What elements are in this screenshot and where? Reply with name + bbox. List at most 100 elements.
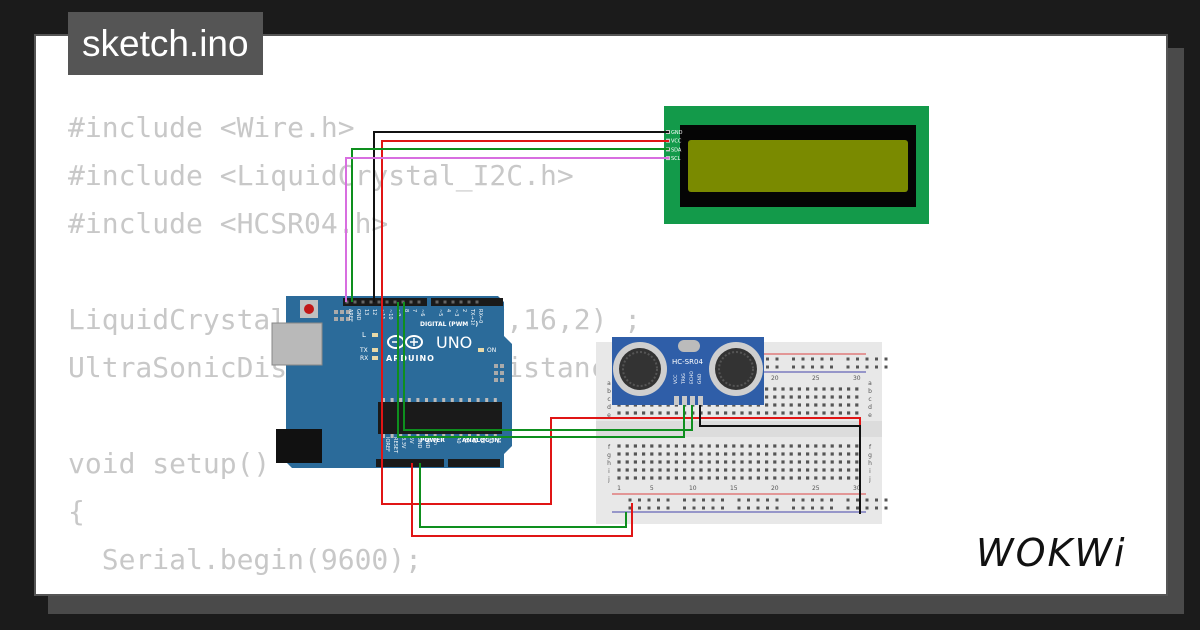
- breadboard-hole[interactable]: [789, 387, 793, 391]
- digital-pin[interactable]: [377, 300, 381, 304]
- breadboard-hole[interactable]: [699, 460, 703, 464]
- sensor-pin[interactable]: [682, 396, 687, 405]
- breadboard-hole[interactable]: [847, 452, 851, 456]
- breadboard-hole[interactable]: [838, 476, 842, 480]
- breadboard-rail-hole[interactable]: [737, 498, 741, 502]
- digital-pin[interactable]: [467, 300, 471, 304]
- breadboard-rail-hole[interactable]: [830, 365, 833, 369]
- breadboard-hole[interactable]: [765, 460, 769, 464]
- breadboard-hole[interactable]: [814, 468, 818, 472]
- breadboard-hole[interactable]: [765, 452, 769, 456]
- breadboard-rail-hole[interactable]: [792, 357, 795, 361]
- breadboard-hole[interactable]: [781, 411, 785, 415]
- breadboard-hole[interactable]: [773, 476, 777, 480]
- breadboard-rail-hole[interactable]: [856, 357, 859, 361]
- breadboard-hole[interactable]: [847, 395, 851, 399]
- breadboard-hole[interactable]: [724, 476, 728, 480]
- breadboard-hole[interactable]: [691, 460, 695, 464]
- breadboard-hole[interactable]: [814, 395, 818, 399]
- breadboard-rail-hole[interactable]: [884, 365, 888, 369]
- breadboard-rail-hole[interactable]: [628, 498, 632, 502]
- digital-pin[interactable]: [417, 300, 421, 304]
- breadboard-hole[interactable]: [789, 411, 793, 415]
- digital-pin[interactable]: [369, 300, 373, 304]
- breadboard-hole[interactable]: [797, 468, 801, 472]
- breadboard-hole[interactable]: [748, 468, 752, 472]
- breadboard-hole[interactable]: [838, 387, 842, 391]
- breadboard-rail-hole[interactable]: [747, 506, 750, 510]
- breadboard-rail-hole[interactable]: [875, 498, 878, 502]
- breadboard-hole[interactable]: [797, 395, 801, 399]
- breadboard-rail-hole[interactable]: [766, 357, 769, 361]
- breadboard-rail-hole[interactable]: [801, 357, 805, 361]
- breadboard-hole[interactable]: [674, 444, 678, 448]
- breadboard-rail-hole[interactable]: [884, 506, 888, 510]
- breadboard-hole[interactable]: [674, 476, 678, 480]
- breadboard-hole[interactable]: [847, 387, 851, 391]
- breadboard-rail-hole[interactable]: [775, 365, 779, 369]
- breadboard-hole[interactable]: [822, 395, 826, 399]
- breadboard-hole[interactable]: [830, 411, 834, 415]
- breadboard-hole[interactable]: [806, 476, 810, 480]
- breadboard-hole[interactable]: [789, 444, 793, 448]
- breadboard-hole[interactable]: [666, 468, 670, 472]
- breadboard-hole[interactable]: [666, 411, 670, 415]
- breadboard-hole[interactable]: [855, 476, 859, 480]
- breadboard-hole[interactable]: [683, 476, 687, 480]
- breadboard-rail-hole[interactable]: [820, 365, 824, 369]
- breadboard-hole[interactable]: [806, 395, 810, 399]
- breadboard-hole[interactable]: [797, 444, 801, 448]
- breadboard-rail-hole[interactable]: [711, 498, 715, 502]
- breadboard-hole[interactable]: [642, 411, 646, 415]
- breadboard-hole[interactable]: [666, 452, 670, 456]
- breadboard-rail-hole[interactable]: [638, 506, 641, 510]
- breadboard-hole[interactable]: [797, 403, 801, 407]
- breadboard-hole[interactable]: [732, 452, 736, 456]
- breadboard-hole[interactable]: [838, 468, 842, 472]
- breadboard-rail-hole[interactable]: [865, 506, 869, 510]
- breadboard-rail-hole[interactable]: [865, 357, 869, 361]
- breadboard-hole[interactable]: [822, 460, 826, 464]
- breadboard-hole[interactable]: [633, 444, 637, 448]
- breadboard-hole[interactable]: [822, 444, 826, 448]
- breadboard-hole[interactable]: [814, 476, 818, 480]
- digital-pin[interactable]: [409, 300, 413, 304]
- breadboard-hole[interactable]: [633, 460, 637, 464]
- breadboard-hole[interactable]: [650, 468, 654, 472]
- breadboard-hole[interactable]: [773, 403, 777, 407]
- breadboard-hole[interactable]: [773, 468, 777, 472]
- breadboard-hole[interactable]: [642, 444, 646, 448]
- breadboard-rail-hole[interactable]: [638, 498, 641, 502]
- breadboard-hole[interactable]: [773, 452, 777, 456]
- breadboard-hole[interactable]: [748, 411, 752, 415]
- breadboard-rail-hole[interactable]: [792, 365, 795, 369]
- breadboard-rail-hole[interactable]: [801, 498, 805, 502]
- digital-pin[interactable]: [459, 300, 463, 304]
- breadboard-hole[interactable]: [797, 452, 801, 456]
- breadboard-rail-hole[interactable]: [811, 357, 814, 361]
- breadboard-hole[interactable]: [773, 387, 777, 391]
- sensor-pin[interactable]: [674, 396, 679, 405]
- breadboard-rail-hole[interactable]: [628, 506, 632, 510]
- breadboard-rail-hole[interactable]: [875, 365, 878, 369]
- breadboard-hole[interactable]: [699, 468, 703, 472]
- breadboard-hole[interactable]: [781, 476, 785, 480]
- breadboard-hole[interactable]: [847, 403, 851, 407]
- breadboard-hole[interactable]: [658, 460, 662, 464]
- breadboard-hole[interactable]: [732, 444, 736, 448]
- reset-button[interactable]: [304, 304, 314, 314]
- breadboard-rail-hole[interactable]: [775, 498, 779, 502]
- breadboard-hole[interactable]: [773, 444, 777, 448]
- breadboard-hole[interactable]: [806, 387, 810, 391]
- breadboard-hole[interactable]: [806, 452, 810, 456]
- breadboard-hole[interactable]: [830, 476, 834, 480]
- breadboard-hole[interactable]: [740, 452, 744, 456]
- breadboard-rail-hole[interactable]: [647, 498, 651, 502]
- digital-pin[interactable]: [435, 300, 439, 304]
- breadboard-rail-hole[interactable]: [766, 498, 769, 502]
- breadboard-hole[interactable]: [658, 452, 662, 456]
- breadboard-hole[interactable]: [617, 411, 621, 415]
- breadboard-hole[interactable]: [855, 444, 859, 448]
- digital-pin[interactable]: [361, 300, 365, 304]
- digital-pin[interactable]: [475, 300, 479, 304]
